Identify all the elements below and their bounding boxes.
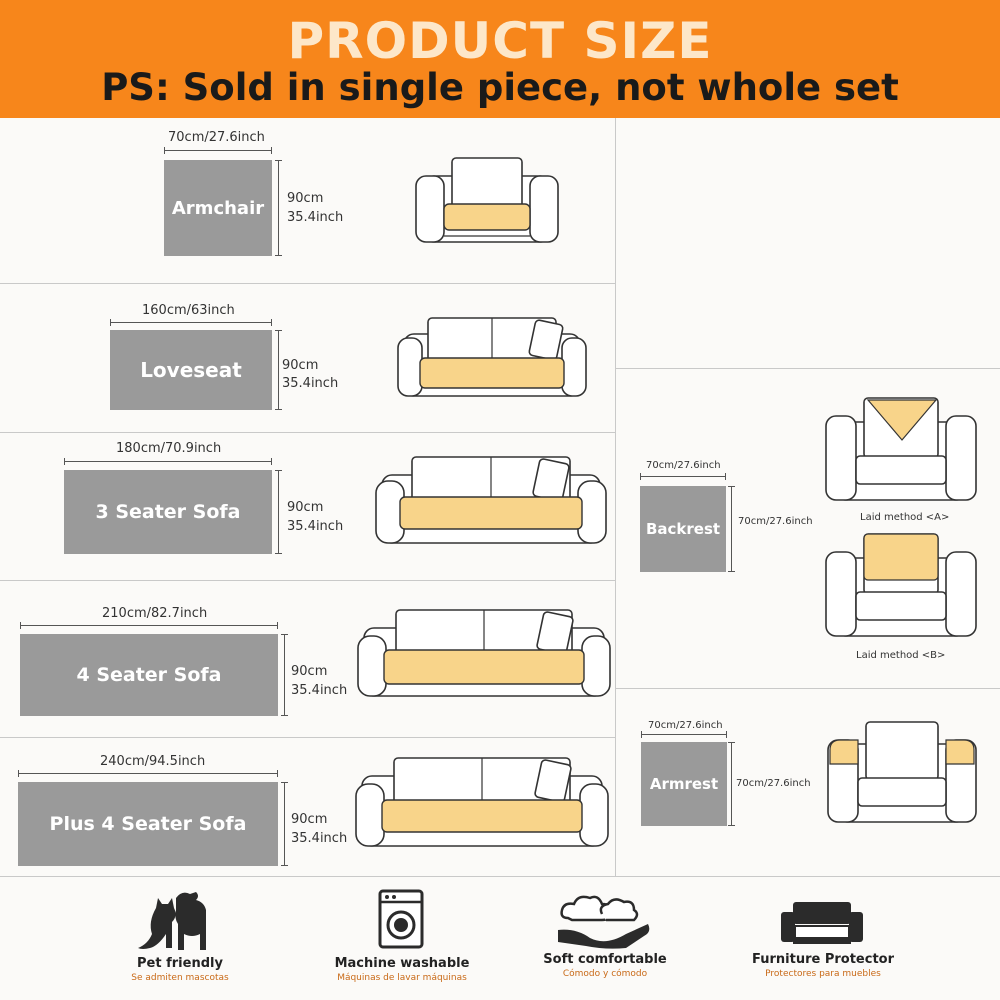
width-label: 180cm/70.9inch xyxy=(116,441,222,456)
height-in-label: 35.4inch xyxy=(287,519,344,534)
size-box-4-seater-sofa: 4 Seater Sofa xyxy=(20,634,278,716)
divider xyxy=(0,283,615,284)
width-arrow xyxy=(110,319,272,326)
width-arrow xyxy=(18,770,278,777)
width-label: 210cm/82.7inch xyxy=(102,606,208,621)
feature-pet-friendly: Pet friendly Se admiten mascotas xyxy=(131,956,229,983)
width-label: 160cm/63inch xyxy=(142,303,235,318)
armrest-cover-icon xyxy=(827,721,977,823)
width-arrow xyxy=(640,473,726,480)
height-arrow xyxy=(281,782,288,866)
size-box-armchair: Armchair xyxy=(164,160,272,256)
divider xyxy=(0,432,615,433)
pet-icon xyxy=(138,892,206,950)
size-box-loveseat: Loveseat xyxy=(110,330,272,410)
backrest-method-b-icon xyxy=(825,533,977,637)
width-arrow xyxy=(64,458,272,465)
size-box-3-seater-sofa: 3 Seater Sofa xyxy=(64,470,272,554)
height-cm-label: 90cm xyxy=(291,664,328,679)
width-arrow xyxy=(164,147,272,154)
height-cm-label: 90cm xyxy=(291,812,328,827)
height-in-label: 35.4inch xyxy=(287,210,344,225)
method-a-label: Laid method <A> xyxy=(860,512,950,523)
height-label: 70cm/27.6inch xyxy=(738,516,813,527)
method-b-label: Laid method <B> xyxy=(856,650,946,661)
height-arrow xyxy=(275,330,282,410)
width-arrow xyxy=(641,731,727,738)
divider xyxy=(0,737,615,738)
divider xyxy=(0,580,615,581)
divider xyxy=(0,876,1000,877)
divider xyxy=(615,118,616,876)
size-box-backrest: Backrest xyxy=(640,486,726,572)
height-in-label: 35.4inch xyxy=(291,831,348,846)
height-arrow xyxy=(275,160,282,256)
height-in-label: 35.4inch xyxy=(291,683,348,698)
page-subtitle: PS: Sold in single piece, not whole set xyxy=(101,66,899,109)
width-arrow xyxy=(20,622,278,629)
width-label: 70cm/27.6inch xyxy=(168,130,265,145)
feature-machine-washable: Machine washable Máquinas de lavar máqui… xyxy=(334,956,470,983)
loveseat-icon xyxy=(397,317,587,397)
four-seater-sofa-icon xyxy=(357,609,611,697)
height-cm-label: 90cm xyxy=(287,500,324,515)
header-banner: PRODUCT SIZE PS: Sold in single piece, n… xyxy=(0,0,1000,118)
width-label: 70cm/27.6inch xyxy=(646,460,721,471)
sofa-protector-icon xyxy=(781,902,863,944)
three-seater-sofa-icon xyxy=(375,456,607,544)
width-label: 240cm/94.5inch xyxy=(100,754,206,769)
armchair-icon xyxy=(415,157,559,243)
divider xyxy=(615,368,1000,369)
height-in-label: 35.4inch xyxy=(282,376,339,391)
size-box-plus-4-seater-sofa: Plus 4 Seater Sofa xyxy=(18,782,278,866)
feature-soft-comfortable: Soft comfortable Cómodo y cómodo xyxy=(543,952,667,979)
size-box-armrest: Armrest xyxy=(641,742,727,826)
height-arrow xyxy=(728,742,735,826)
height-arrow xyxy=(281,634,288,716)
height-cm-label: 90cm xyxy=(287,191,324,206)
feature-furniture-protector: Furniture Protector Protectores para mue… xyxy=(752,952,894,979)
width-label: 70cm/27.6inch xyxy=(648,720,723,731)
washing-machine-icon xyxy=(378,889,424,949)
height-cm-label: 90cm xyxy=(282,358,319,373)
divider xyxy=(615,688,1000,689)
backrest-method-a-icon xyxy=(825,397,977,501)
soft-cloud-hand-icon xyxy=(558,895,650,949)
page-title: PRODUCT SIZE xyxy=(287,12,713,70)
height-arrow xyxy=(728,486,735,572)
height-label: 70cm/27.6inch xyxy=(736,778,811,789)
plus-four-seater-sofa-icon xyxy=(355,757,609,847)
height-arrow xyxy=(275,470,282,554)
